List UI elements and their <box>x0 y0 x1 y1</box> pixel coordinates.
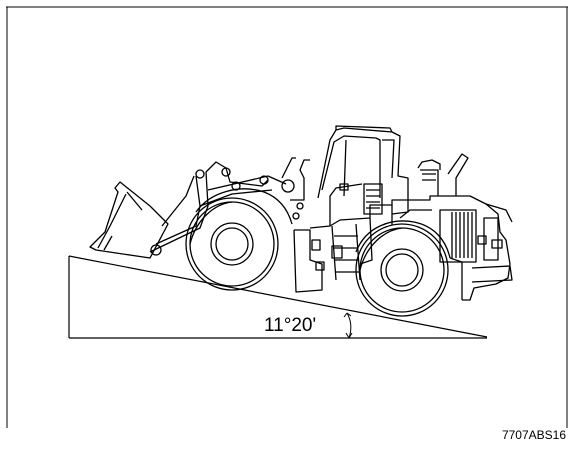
slope-ramp <box>68 255 488 339</box>
angle-indicator <box>343 312 353 339</box>
rear-fender <box>355 220 463 300</box>
page-frame <box>6 6 568 428</box>
front-wheel <box>185 197 279 291</box>
angle-label: 11°20' <box>264 315 316 336</box>
access-ladder <box>331 223 361 281</box>
frame-details <box>292 202 503 271</box>
wheel-loader <box>89 125 513 317</box>
lift-arm <box>149 157 296 256</box>
cab <box>317 125 409 215</box>
figure-code: 7707ABS16 <box>501 428 566 442</box>
loader-body <box>195 159 513 301</box>
exhaust-stack <box>417 153 469 196</box>
rear-wheel <box>355 223 449 317</box>
bucket <box>89 181 169 259</box>
